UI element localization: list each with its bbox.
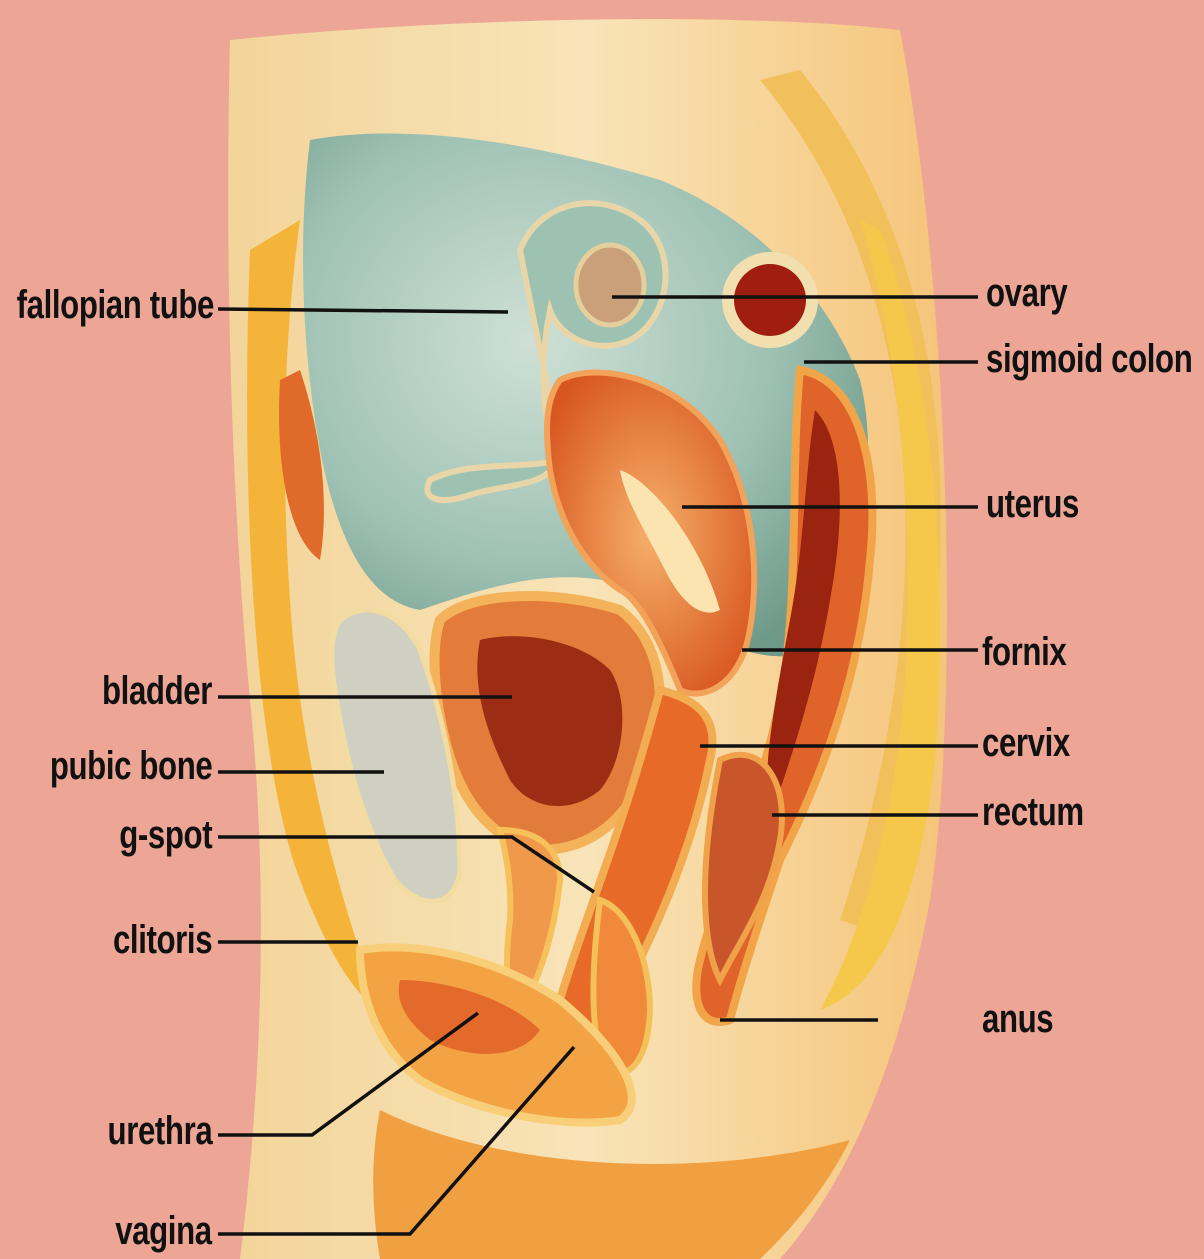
label-g-spot: g-spot xyxy=(119,812,212,858)
label-fornix: fornix xyxy=(982,629,1066,675)
label-cervix: cervix xyxy=(982,720,1070,766)
ovary-shape xyxy=(576,245,644,325)
label-vagina: vagina xyxy=(115,1208,212,1254)
label-uterus: uterus xyxy=(986,481,1079,527)
label-clitoris: clitoris xyxy=(113,917,212,963)
label-sigmoid-colon: sigmoid colon xyxy=(986,336,1192,382)
sigmoid-colon-ring-inner xyxy=(734,264,806,336)
label-rectum: rectum xyxy=(982,789,1084,835)
label-fallopian-tube: fallopian tube xyxy=(17,282,214,328)
label-bladder: bladder xyxy=(102,668,212,714)
label-urethra: urethra xyxy=(107,1108,212,1154)
label-anus: anus xyxy=(982,996,1053,1042)
label-ovary: ovary xyxy=(986,270,1067,316)
label-pubic-bone: pubic bone xyxy=(50,743,212,789)
